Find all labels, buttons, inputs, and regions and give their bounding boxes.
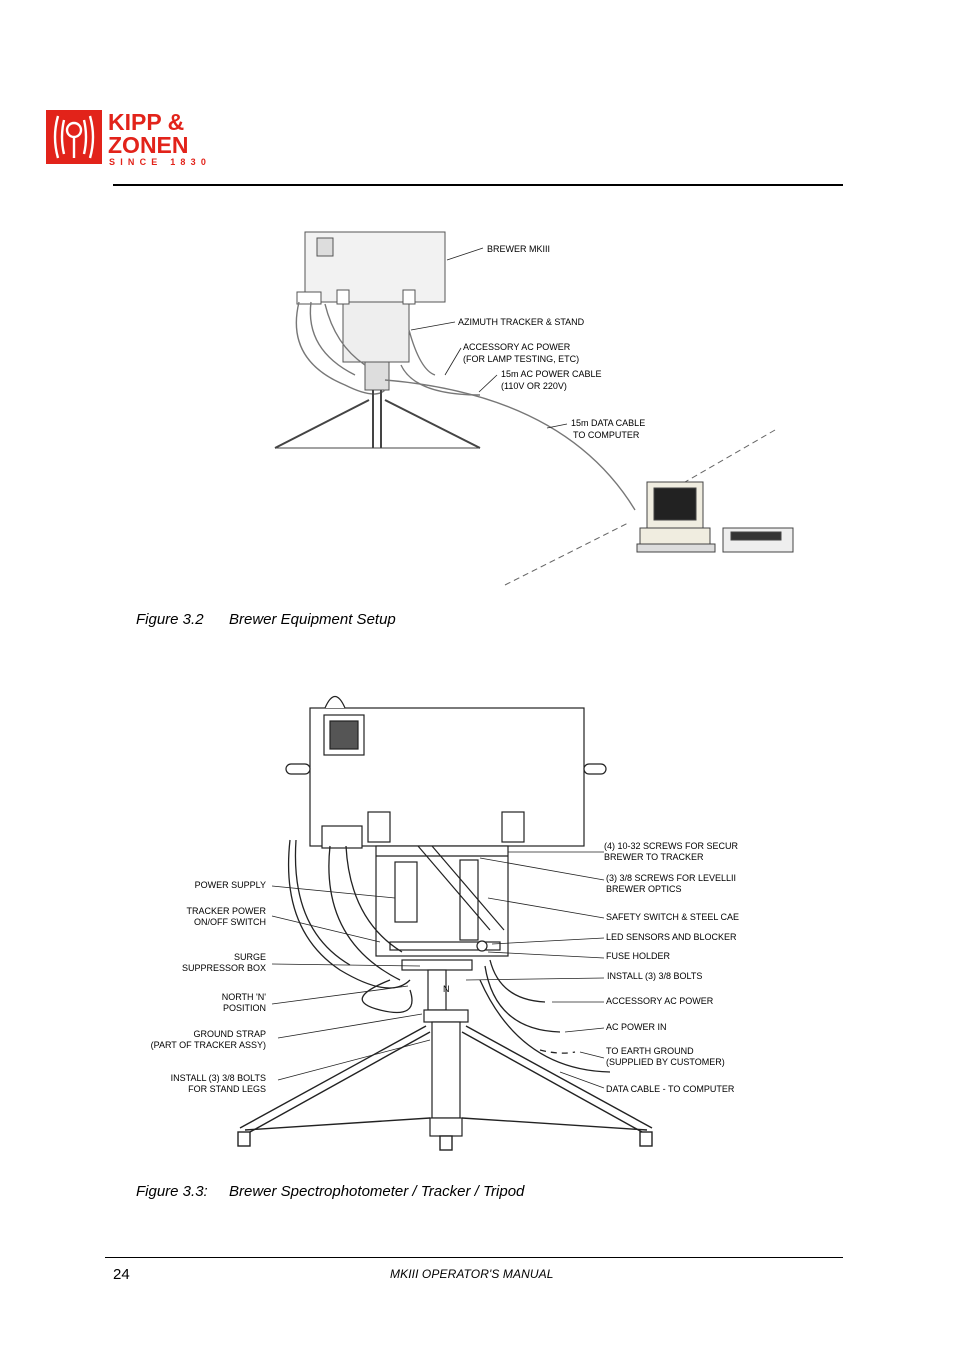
page-number: 24 [113, 1266, 130, 1283]
figure-3-3-caption: Figure 3.3: Brewer Spectrophotometer / Tr… [136, 1183, 524, 1200]
footer-rule [105, 1257, 843, 1258]
figure-3-2-title: Brewer Equipment Setup [229, 611, 396, 628]
label-accessory-ac: ACCESSORY AC POWER [606, 996, 714, 1006]
label-data-cable-2: TO COMPUTER [573, 430, 640, 440]
logo-line3: SINCE 1830 [109, 157, 211, 167]
label-earth-ground-2: (SUPPLIED BY CUSTOMER) [606, 1057, 725, 1067]
label-north-1: NORTH 'N' [222, 992, 267, 1002]
figure-3-3-number: Figure 3.3: [136, 1183, 208, 1200]
kipp-zonen-logo: KIPP & ZONEN SINCE 1830 [46, 108, 236, 168]
label-ground-1: GROUND STRAP [193, 1029, 266, 1039]
label-tracker-power-2: ON/OFF SWITCH [194, 917, 266, 927]
label-ac-cable-1: 15m AC POWER CABLE [501, 369, 602, 379]
label-led-sensors: LED SENSORS AND BLOCKER [606, 932, 737, 942]
label-ac-power-in: AC POWER IN [606, 1022, 667, 1032]
figure-3-3-title: Brewer Spectrophotometer / Tracker / Tri… [229, 1183, 525, 1200]
label-data-cable: DATA CABLE - TO COMPUTER [606, 1084, 735, 1094]
label-earth-ground-1: TO EARTH GROUND [606, 1046, 694, 1056]
logo-line2: ZONEN [108, 132, 189, 158]
label-accessory-ac-1: ACCESSORY AC POWER [463, 342, 571, 352]
label-screws-secure-2: BREWER TO TRACKER [604, 852, 704, 862]
header-rule [113, 184, 843, 186]
label-fuse-holder: FUSE HOLDER [606, 951, 671, 961]
label-screws-level-2: BREWER OPTICS [606, 884, 682, 894]
label-install-legs-1: INSTALL (3) 3/8 BOLTS [171, 1073, 266, 1083]
label-install-legs-2: FOR STAND LEGS [188, 1084, 266, 1094]
north-mark: N [443, 984, 450, 994]
label-screws-level-1: (3) 3/8 SCREWS FOR LEVELLII [606, 873, 736, 883]
figure-3-2-caption: Figure 3.2 Brewer Equipment Setup [136, 611, 396, 628]
label-data-cable-1: 15m DATA CABLE [571, 418, 645, 428]
label-azimuth-tracker: AZIMUTH TRACKER & STAND [458, 317, 585, 327]
label-safety-switch: SAFETY SWITCH & STEEL CAE [606, 912, 739, 922]
label-tracker-power-1: TRACKER POWER [186, 906, 266, 916]
manual-title: MKIII OPERATOR'S MANUAL [390, 1267, 554, 1281]
label-ac-cable-2: (110V OR 220V) [501, 381, 567, 391]
label-install-bolts: INSTALL (3) 3/8 BOLTS [607, 971, 702, 981]
label-north-2: POSITION [223, 1003, 266, 1013]
label-surge-2: SUPPRESSOR BOX [182, 963, 266, 973]
figure-3-3-tracker-tripod: N POWER SUPPLY TRACKER POWER ON/OFF SWIT… [140, 680, 750, 1155]
figure-3-2-number: Figure 3.2 [136, 611, 204, 628]
label-brewer-mkiii: BREWER MKIII [487, 244, 550, 254]
logo-line1: KIPP & [108, 109, 184, 135]
label-power-supply: POWER SUPPLY [195, 880, 266, 890]
label-ground-2: (PART OF TRACKER ASSY) [151, 1040, 266, 1050]
label-screws-secure-1: (4) 10-32 SCREWS FOR SECUR [604, 841, 739, 851]
label-surge-1: SURGE [234, 952, 266, 962]
figure-3-2-equipment-setup: BREWER MKIII AZIMUTH TRACKER & STAND ACC… [265, 220, 805, 590]
label-accessory-ac-2: (FOR LAMP TESTING, ETC) [463, 354, 579, 364]
